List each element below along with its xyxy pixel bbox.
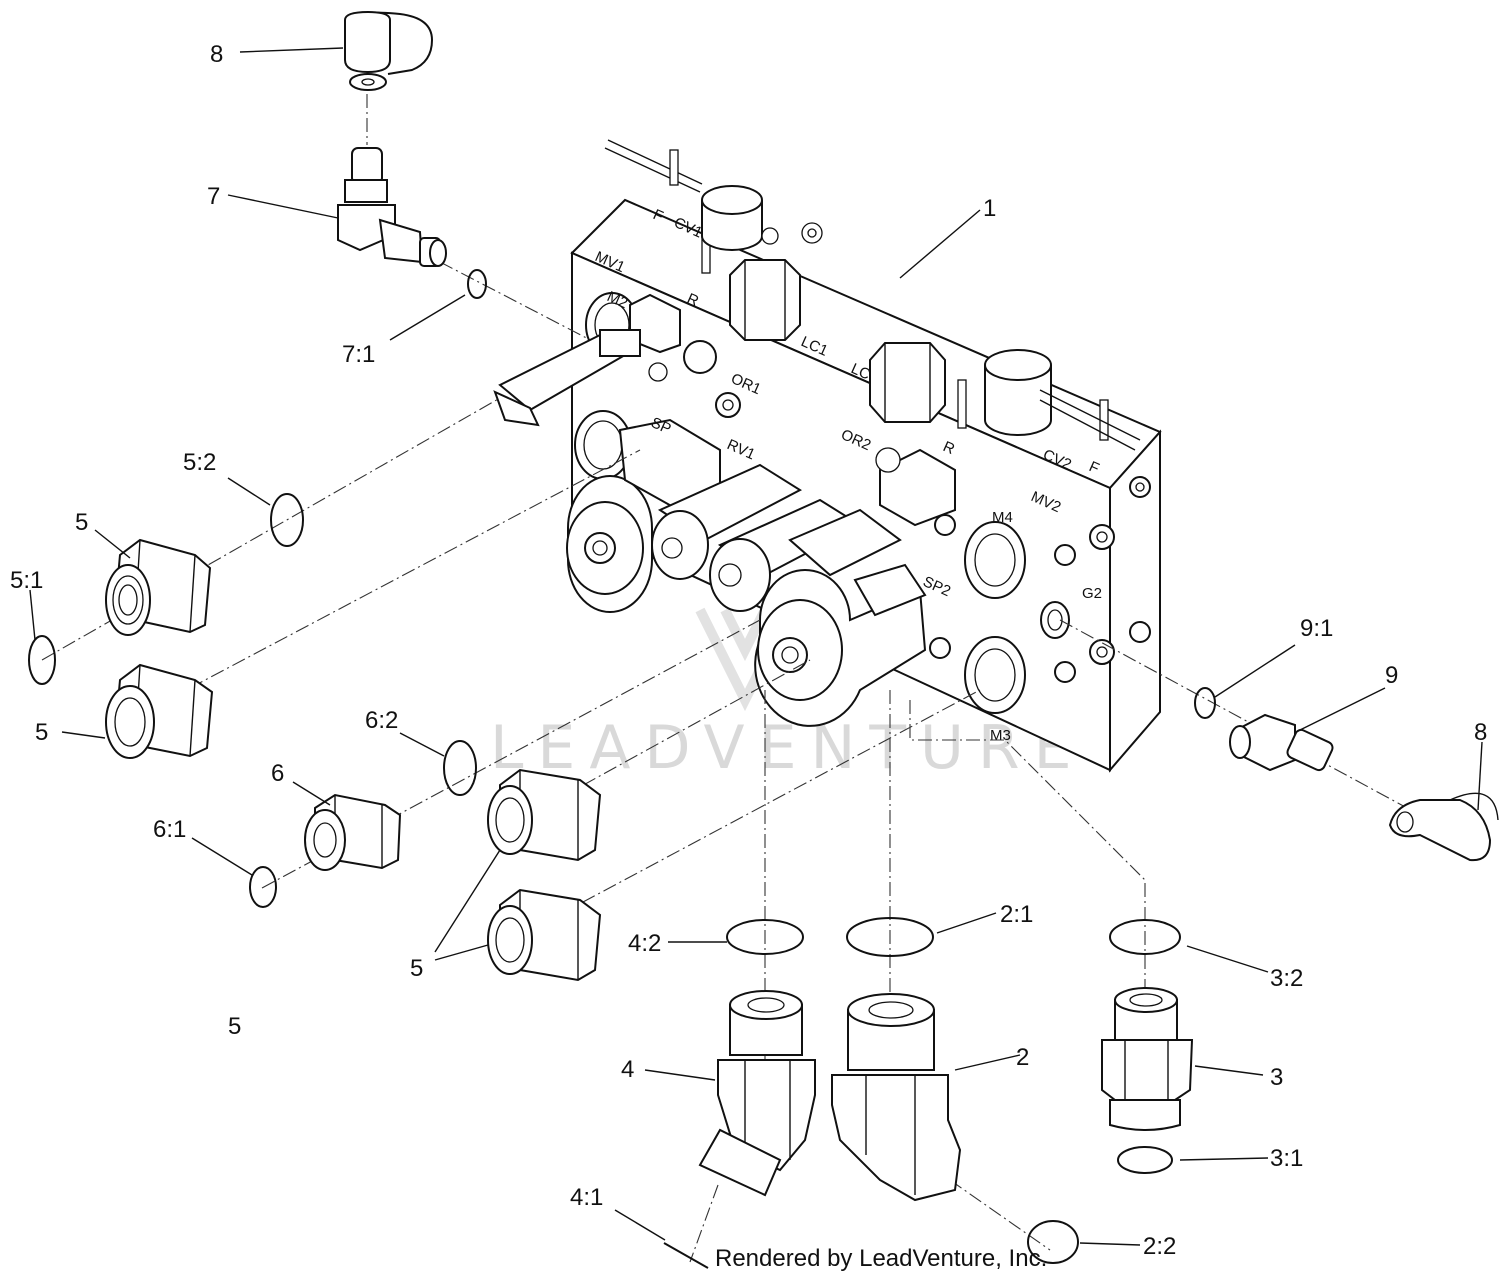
callout-2: 2: [1016, 1044, 1029, 1071]
callout-4-2: 4:2: [628, 930, 661, 957]
callout-6: 6: [271, 760, 284, 787]
callout-5-upper: 5: [75, 509, 88, 536]
fitting-6: [304, 793, 402, 871]
dust-cap-right: [1388, 792, 1499, 862]
callout-8-top: 8: [210, 41, 223, 68]
straight-fitting-3: [1101, 987, 1194, 1131]
oring-2-1: [846, 917, 934, 957]
sensor-connector: [493, 329, 641, 427]
oring-4-1: [663, 1242, 709, 1269]
fitting-5-middle-lower: [487, 888, 602, 982]
render-credit: Rendered by LeadVenture, Inc.: [715, 1245, 1047, 1272]
callout-3-1: 3:1: [1270, 1145, 1303, 1172]
callout-6-1: 6:1: [153, 816, 186, 843]
callout-4-1: 4:1: [570, 1184, 603, 1211]
port-label-sp1: SP: [648, 414, 673, 438]
callout-5-1: 5:1: [10, 567, 43, 594]
callouts: 8 7 7:1 1 5:2 5 5:1 5 6:2 6 6:1 5 5 4:2 …: [10, 41, 1487, 1260]
callout-5-lower: 5: [35, 719, 48, 746]
callout-5-2: 5:2: [183, 449, 216, 476]
oring-6-2: [443, 740, 477, 796]
oring-6-1: [249, 866, 277, 908]
port-label-m3: M3: [990, 727, 1011, 744]
test-port-elbow: [337, 147, 447, 267]
manifold-block: [566, 139, 1162, 773]
oring-4-2: [726, 919, 804, 955]
port-label-g2: G2: [1082, 585, 1102, 602]
watermark: LEADVENTURE: [490, 713, 1086, 783]
callout-2-2: 2:2: [1143, 1233, 1176, 1260]
port-label-lc2: LC: [848, 360, 873, 383]
oring-3-2: [1109, 919, 1181, 955]
callout-4: 4: [621, 1056, 634, 1083]
elbow-fitting-2: [831, 993, 962, 1202]
callout-3: 3: [1270, 1064, 1283, 1091]
oring-3-1: [1117, 1146, 1173, 1174]
callout-5-middle: 5: [410, 955, 423, 982]
callout-6-2: 6:2: [365, 707, 398, 734]
fitting-5-lower: [105, 663, 214, 759]
test-port-straight: [1229, 713, 1334, 772]
fitting-5-upper: [105, 538, 212, 636]
oring-5-1: [28, 635, 56, 685]
port-label-m4: M4: [992, 509, 1013, 526]
callout-9: 9: [1385, 662, 1398, 689]
dust-cap-top: [344, 10, 434, 91]
oring-9-1: [1194, 687, 1216, 719]
callout-9-1: 9:1: [1300, 615, 1333, 642]
callout-7: 7: [207, 183, 220, 210]
callout-5-standalone: 5: [228, 1013, 241, 1040]
callout-7-1: 7:1: [342, 341, 375, 368]
oring-2-2: [1027, 1220, 1079, 1264]
callout-8-right: 8: [1474, 719, 1487, 746]
oring-5-2: [270, 493, 304, 547]
callout-1: 1: [983, 195, 996, 222]
callout-3-2: 3:2: [1270, 965, 1303, 992]
callout-2-1: 2:1: [1000, 901, 1033, 928]
oring-7-1: [467, 269, 487, 299]
fitting-5-middle-upper: [487, 768, 602, 862]
leader-lines: [29, 47, 1483, 1246]
elbow-fitting-4: [698, 990, 816, 1197]
